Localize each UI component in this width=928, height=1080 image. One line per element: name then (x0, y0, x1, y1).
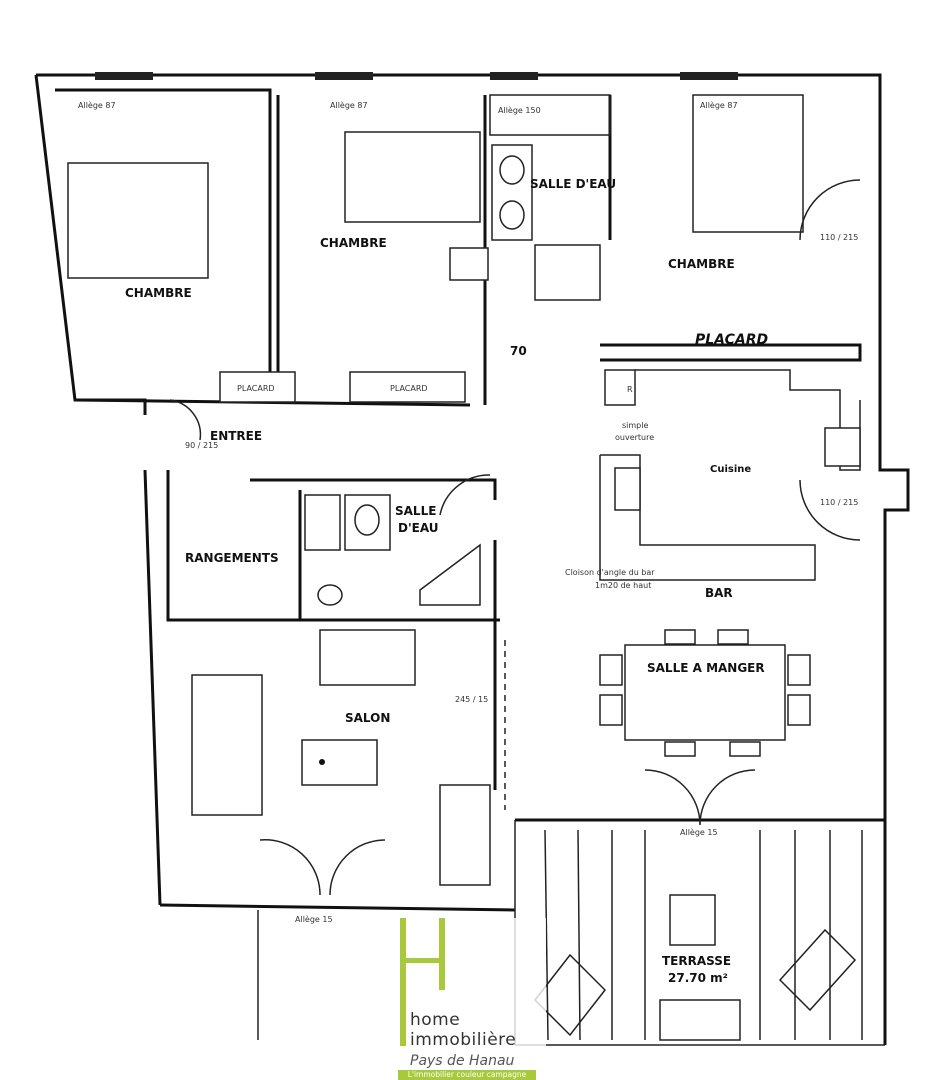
bathtub (489, 94, 611, 136)
room-label-salle-a-manger: SALLE A MANGER (647, 661, 765, 675)
room-label-salon: SALON (345, 711, 390, 725)
bed-1 (67, 162, 209, 279)
allege-87c: Allège 87 (700, 100, 738, 110)
cloison-note-2: 1m20 de haut (595, 581, 651, 590)
room-label-placard-2: PLACARD (390, 384, 428, 393)
dining-table (624, 644, 786, 741)
room-label-chambre-1: CHAMBRE (125, 286, 192, 300)
dim-chambre-door: 110 / 215 (820, 233, 858, 242)
room-label-chambre-2: CHAMBRE (320, 236, 387, 250)
shower-2 (304, 494, 341, 551)
allege-87a: Allège 87 (78, 100, 116, 110)
doors (169, 179, 861, 896)
bed-2 (344, 131, 481, 223)
allege-15b: Allège 15 (680, 827, 718, 837)
logo-line-2: immobilière (410, 1030, 517, 1050)
logo-line-3: Pays de Hanau (410, 1053, 515, 1069)
fridge-label: R (627, 385, 633, 394)
allege-15a: Allège 15 (295, 914, 333, 924)
logo-tagline: L'immobilier couleur campagne (398, 1070, 536, 1080)
windows (95, 72, 738, 80)
cloison-note-1: Cloison d'angle du bar (565, 568, 655, 577)
shower-1 (534, 244, 601, 301)
simple-ouverture-2: ouverture (615, 433, 654, 442)
agency-logo: home immobilière Pays de Hanau L'immobil… (396, 918, 546, 1080)
wc-width: 70 (510, 344, 527, 358)
dim-salon: 245 / 15 (455, 695, 488, 704)
sinks (491, 144, 533, 241)
room-label-placard-big: PLACARD (695, 332, 768, 348)
logo-line-1: home (410, 1010, 461, 1030)
room-label-salle-eau-2b: D'EAU (398, 521, 439, 535)
simple-ouverture-1: simple (622, 421, 648, 430)
toilet (317, 584, 343, 606)
room-label-entree: ENTREE (210, 429, 262, 443)
room-label-chambre-3: CHAMBRE (668, 257, 735, 271)
room-label-salle-eau-1: SALLE D'EAU (530, 177, 616, 191)
room-label-rangements: RANGEMENTS (185, 551, 279, 565)
sofa (191, 674, 263, 816)
allege-87b: Allège 87 (330, 100, 368, 110)
room-label-bar: BAR (705, 586, 733, 600)
dim-cuisine-door: 110 / 215 (820, 498, 858, 507)
furniture (67, 94, 857, 1041)
room-label-placard-1: PLACARD (237, 384, 275, 393)
room-label-salle-eau-2: SALLE (395, 504, 436, 518)
bed-3 (692, 94, 804, 233)
room-label-terrasse: TERRASSE (662, 954, 731, 968)
terrasse-area: 27.70 m² (668, 971, 728, 985)
dim-entree: 90 / 215 (185, 441, 218, 450)
coffee-table (301, 739, 378, 786)
allege-150: Allège 150 (498, 105, 541, 115)
room-label-cuisine: Cuisine (710, 464, 751, 475)
shower-3 (419, 543, 481, 606)
